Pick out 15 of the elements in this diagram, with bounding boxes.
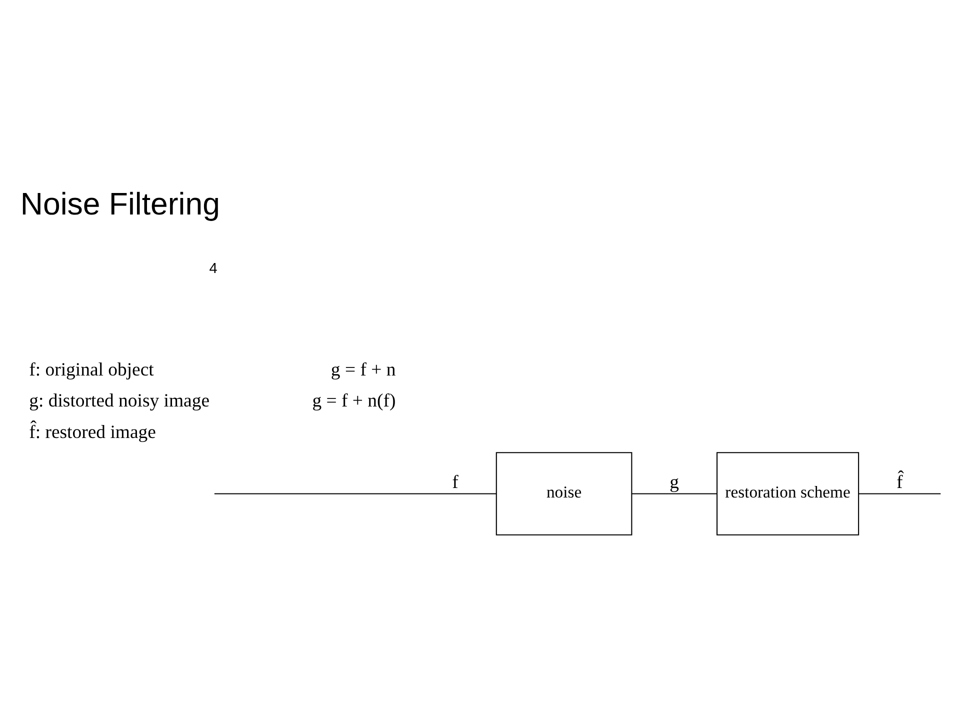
node-box: noise (496, 452, 632, 536)
label: f: original object (29, 360, 154, 381)
connector (858, 493, 941, 494)
connector (214, 493, 496, 494)
label: g: distorted noisy image (29, 390, 210, 412)
label: 4 (209, 260, 218, 277)
label: f̂: restored image (29, 422, 156, 443)
label: g = f + n (330, 360, 396, 381)
edge-label: f̂ (896, 472, 903, 493)
node-box: restoration scheme (716, 452, 860, 536)
edge-label: g (670, 472, 680, 493)
edge-label: f (452, 472, 458, 493)
label: g = f + n(f) (312, 390, 396, 412)
connector (632, 493, 717, 494)
diagram-title: Noise Filtering (20, 186, 220, 222)
